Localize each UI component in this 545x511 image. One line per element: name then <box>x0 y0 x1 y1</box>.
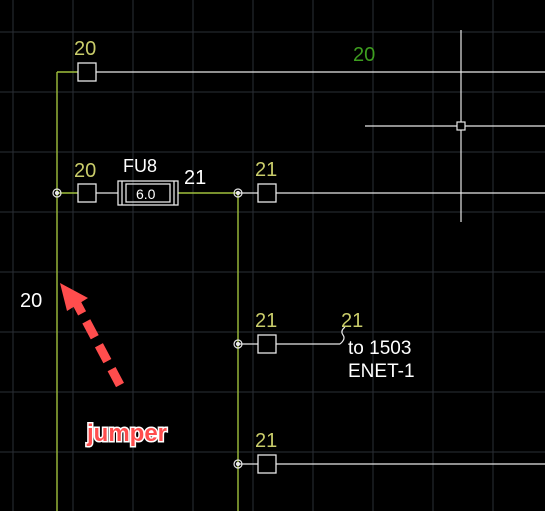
arrow-icon <box>60 283 124 388</box>
terminal-21-c[interactable] <box>257 454 277 474</box>
terminal-20-fuse[interactable] <box>77 183 97 203</box>
fuse-rating-label: 6.0 <box>136 186 156 202</box>
junction-dot[interactable] <box>233 459 243 469</box>
annotation-jumper-label: jumper <box>86 420 167 447</box>
offpage-wire-label: 21 <box>341 310 363 332</box>
wire-labels: 20 20 20 20 FU8 6.0 21 21 21 21 21 to 15… <box>20 38 415 452</box>
wire-label-20-right: 20 <box>353 44 375 66</box>
junctions <box>52 188 243 469</box>
fuse-name-label: FU8 <box>123 156 157 176</box>
junction-dot[interactable] <box>233 339 243 349</box>
terminals <box>77 62 277 474</box>
junction-dot[interactable] <box>233 188 243 198</box>
offpage-dest-label: ENET-1 <box>348 361 415 382</box>
terminal-label-21-b: 21 <box>255 310 277 332</box>
wires <box>56 71 545 511</box>
wire-label-21-after-fuse: 21 <box>184 167 206 189</box>
terminal-label-21-a: 21 <box>255 159 277 181</box>
wire-label-20-fuse: 20 <box>74 160 96 182</box>
offpage-ref-label: to 1503 <box>348 338 411 359</box>
junction-dot[interactable] <box>52 188 62 198</box>
offpage-connector-icon[interactable] <box>339 326 346 345</box>
wire-label-20-left: 20 <box>20 290 42 312</box>
crosshair-cursor <box>365 30 545 222</box>
terminal-21-a[interactable] <box>257 183 277 203</box>
wire-label-20-top: 20 <box>74 38 96 60</box>
terminal-21-b[interactable] <box>257 334 277 354</box>
fuse-fu8[interactable] <box>117 180 179 206</box>
terminal-20-top[interactable] <box>77 62 97 82</box>
terminal-label-21-c: 21 <box>255 430 277 452</box>
cursor-pickbox <box>456 121 466 131</box>
